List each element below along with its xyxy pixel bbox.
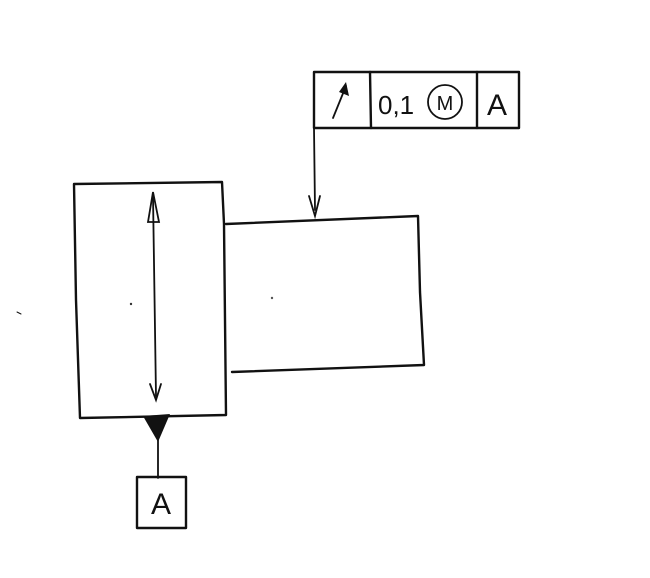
dimension-line bbox=[152, 195, 157, 397]
dimension-arrow-top bbox=[146, 191, 161, 223]
modifier-circle bbox=[427, 84, 463, 120]
feature-control-frame bbox=[312, 70, 521, 130]
shaft-body bbox=[224, 214, 426, 374]
tolerance-value: 0,1 bbox=[378, 90, 414, 120]
datum-triangle bbox=[143, 414, 170, 442]
datum-box bbox=[135, 475, 188, 530]
fcf-leader bbox=[313, 127, 316, 211]
datum-label: A bbox=[151, 488, 171, 521]
modifier-symbol: M bbox=[437, 93, 454, 115]
center-dot bbox=[129, 302, 133, 306]
fcf-datum: A bbox=[487, 89, 507, 122]
runout-arrow-icon bbox=[332, 82, 349, 119]
dimension-arrow-bottom bbox=[149, 383, 162, 403]
fcf-divider-1 bbox=[368, 70, 373, 130]
stray-dot bbox=[270, 296, 274, 300]
flange-body bbox=[72, 180, 228, 420]
fcf-leader-arrow bbox=[308, 195, 321, 220]
stray-mark bbox=[16, 311, 22, 315]
